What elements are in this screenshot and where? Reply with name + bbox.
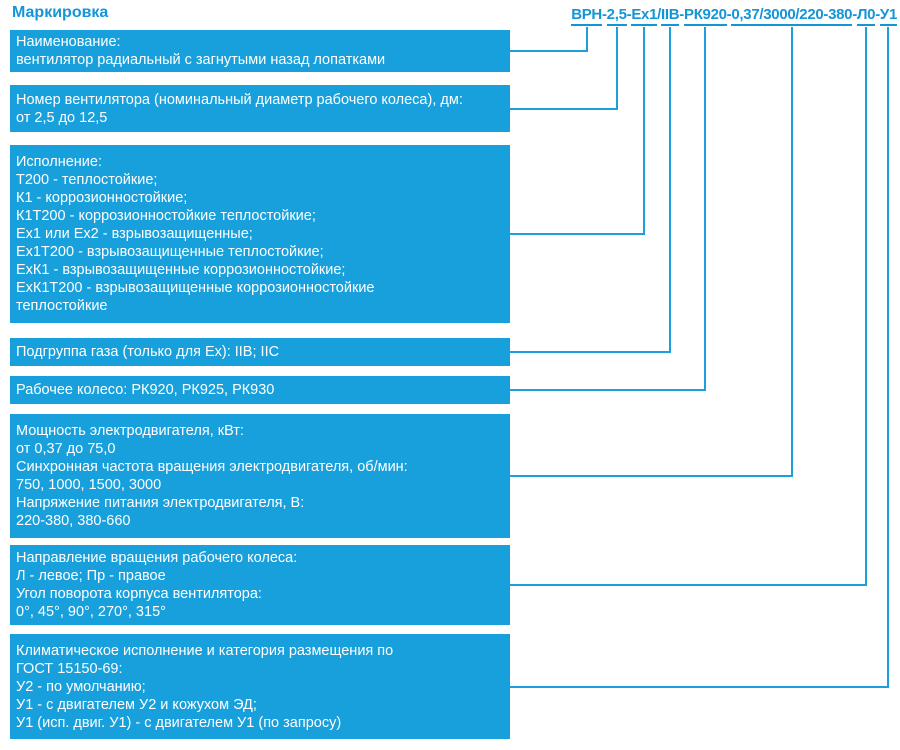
legend-line: Л - левое; Пр - правое: [16, 568, 166, 584]
legend-line: Синхронная частота вращения электродвига…: [16, 459, 408, 475]
legend-line: Климатическое исполнение и категория раз…: [16, 642, 394, 659]
legend-box-number: Номер вентилятора (номинальный диаметр р…: [10, 85, 510, 132]
legend-line: от 0,37 до 75,0: [16, 441, 116, 457]
code-separator: -: [875, 6, 880, 23]
connector-line: [510, 27, 618, 110]
legend-box-motor: Мощность электродвигателя, кВт: от 0,37 д…: [10, 414, 510, 538]
code-segment: 2,5: [606, 6, 627, 26]
connector-line: [510, 27, 889, 688]
legend-line: ExК1Т200 - взрывозащищенные коррозионнос…: [16, 280, 375, 296]
legend-line: Номер вентилятора (номинальный диаметр р…: [16, 91, 463, 108]
legend-line: Напряжение питания электродвигателя, В:: [16, 495, 305, 511]
code-segment: РК920: [683, 6, 727, 26]
legend-line: Подгруппа газа (только для Ex): IIB; IIC: [16, 344, 280, 360]
legend-line: Исполнение:: [16, 154, 103, 170]
legend-box-name: Наименование: вентилятор радиальный с заг…: [10, 30, 510, 72]
code-segment: У1: [879, 6, 897, 26]
legend-line: 220-380, 380-660: [16, 513, 131, 529]
legend-line: Рабочее колесо: РК920, РК925, РК930: [16, 382, 275, 398]
code-segment: IIВ: [661, 6, 680, 26]
code-segment: 0,37/3000/220-380: [731, 6, 853, 26]
legend-line: Наименование:: [16, 34, 121, 50]
connector-line: [510, 27, 867, 586]
legend-line: К1Т200 - коррозионностойкие теплостойкие…: [16, 208, 316, 224]
code-separator: /: [657, 6, 661, 23]
legend-line: Направление вращения рабочего колеса:: [16, 550, 298, 566]
legend-line: 750, 1000, 1500, 3000: [16, 477, 162, 493]
code-separator: -: [626, 6, 632, 23]
legend-line: У1 - с двигателем У2 и кожухом ЭД;: [16, 696, 257, 713]
code-separator: -: [852, 6, 857, 23]
code-separator: -: [726, 6, 732, 23]
legend-box-gas-subgroup: Подгруппа газа (только для Ex): IIB; IIC: [10, 338, 510, 366]
code-segment: Ex1: [631, 6, 657, 26]
connector-line: [510, 27, 706, 391]
page-title: Маркировка: [12, 4, 109, 21]
connector-line: [510, 27, 645, 235]
legend-line: ГОСТ 15150-69:: [16, 660, 123, 677]
legend-line: от 2,5 до 12,5: [16, 109, 108, 126]
designation-code: ВРН-2,5-Ex1/IIВ-РК920-0,37/3000/220-380-…: [571, 6, 897, 26]
code-separator: -: [601, 6, 607, 23]
connector-line: [510, 27, 793, 477]
legend-line: вентилятор радиальный с загнутыми назад …: [16, 52, 386, 68]
legend-line: 0°, 45°, 90°, 270°, 315°: [16, 604, 166, 620]
legend-line: У2 - по умолчанию;: [16, 678, 146, 695]
legend-box-impeller: Рабочее колесо: РК920, РК925, РК930: [10, 376, 510, 404]
code-separator: -: [679, 6, 684, 23]
legend-line: теплостойкие: [16, 298, 108, 314]
legend-line: ExК1 - взрывозащищенные коррозионностойк…: [16, 262, 346, 278]
code-segment: Л0: [856, 6, 876, 26]
legend-line: Ex1Т200 - взрывозащищенные теплостойкие;: [16, 244, 324, 260]
legend-line: К1 - коррозионностойкие;: [16, 190, 188, 206]
legend-box-execution: Исполнение: Т200 - теплостойкие; К1 - корр…: [10, 145, 510, 323]
code-segment: ВРН: [571, 6, 602, 26]
legend-line: Ex1 или Ex2 - взрывозащищенные;: [16, 226, 253, 242]
legend-line: У1 (исп. двиг. У1) - с двигателем У1 (по…: [16, 714, 342, 731]
legend-line: Угол поворота корпуса вентилятора:: [16, 586, 262, 602]
connector-line: [510, 27, 588, 52]
legend-line: Мощность электродвигателя, кВт:: [16, 423, 244, 439]
legend-line: Т200 - теплостойкие;: [16, 172, 158, 188]
legend-box-climatic: Климатическое исполнение и категория раз…: [10, 634, 510, 739]
legend-box-rotation: Направление вращения рабочего колеса: Л -…: [10, 545, 510, 625]
connector-line: [510, 27, 671, 353]
